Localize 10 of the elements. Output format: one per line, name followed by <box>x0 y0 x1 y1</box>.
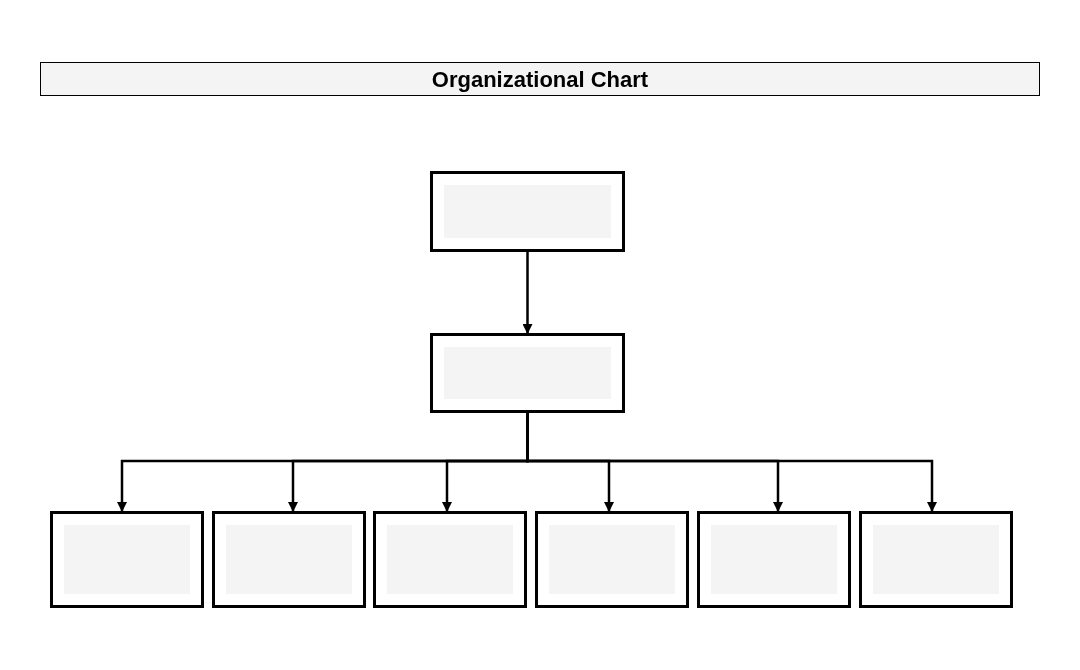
arrow <box>522 252 533 334</box>
org-box <box>535 511 689 608</box>
org-box <box>430 171 625 252</box>
title-bar: Organizational Chart <box>40 62 1040 96</box>
org-box <box>373 511 527 608</box>
org-box <box>697 511 851 608</box>
org-box <box>430 333 625 413</box>
org-box <box>50 511 204 608</box>
org-box <box>859 511 1013 608</box>
org-box <box>212 511 366 608</box>
